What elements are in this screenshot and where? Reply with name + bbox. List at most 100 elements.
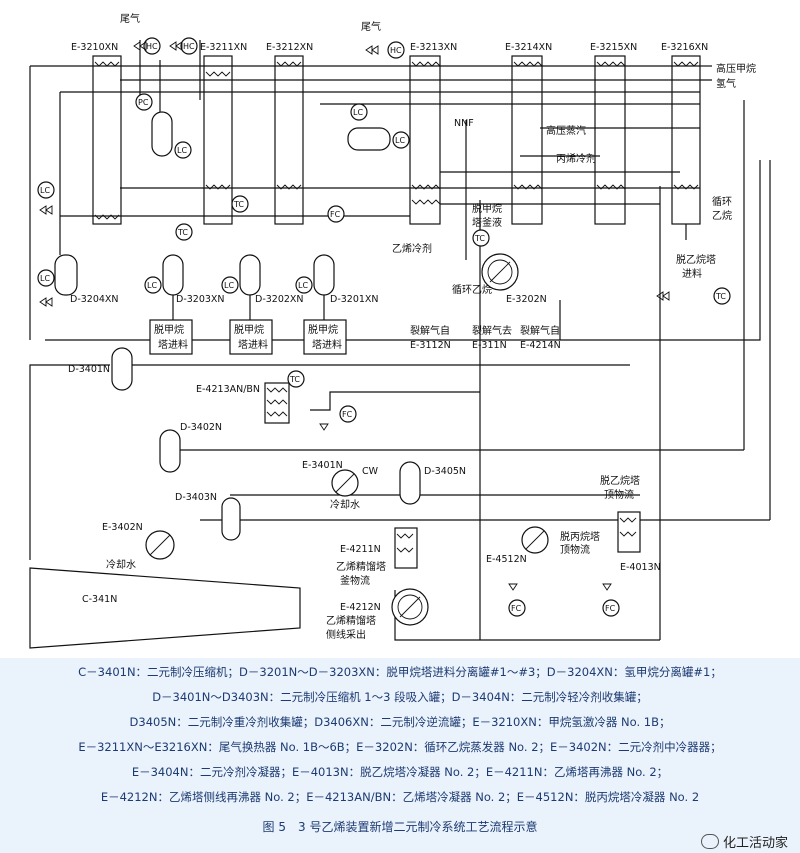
- exchanger-e3214xn: E-3214XN: [505, 42, 552, 225]
- horizontal-drum: [347, 127, 391, 151]
- hp-steam-label: 高压蒸汽: [546, 124, 586, 137]
- svg-text:LC: LC: [224, 281, 234, 290]
- drum-d3401n: D-3401N: [68, 347, 133, 391]
- lc-instrument: LC: [221, 276, 239, 294]
- svg-text:LC: LC: [298, 281, 308, 290]
- instrument-bubbles: HC HC HC PC LC LC LC LC LC LC LC LC TC T…: [37, 37, 731, 617]
- drum-tag: D-3401N: [68, 364, 110, 375]
- cracked-gas-tag-3: E-4214N: [520, 340, 561, 351]
- figure-caption: 图 5 3 号乙烯装置新增二元制冷系统工艺流程示意: [262, 820, 538, 834]
- legend-panel: C－3401N：二元制冷压缩机；D－3201N～D－3203XN：脱甲烷塔进料分…: [0, 658, 800, 853]
- feed-box-label: 塔进料: [238, 338, 268, 351]
- ethylene-refrigerant-label: 乙烯冷剂: [392, 242, 432, 255]
- exchanger-e3212xn: E-3212XN: [266, 42, 313, 225]
- drum-tag: D-3403N: [175, 492, 217, 503]
- svg-text:TC: TC: [177, 228, 188, 237]
- exchanger-e4013n: E-4013N 脱乙烷塔 顶物流: [600, 474, 661, 573]
- exchanger-e3211xn: E-3211XN: [200, 42, 247, 225]
- header-streams: [30, 65, 712, 217]
- tc-instrument: TC: [472, 229, 490, 247]
- watermark: 化工活动家: [700, 832, 788, 851]
- lc-instrument: LC: [37, 269, 55, 287]
- cooler-e3401n: E-3401N CW 冷却水: [302, 460, 379, 511]
- deethanizer-feed-label: 脱乙烷塔: [676, 253, 716, 266]
- cooling-water-label: 冷却水: [106, 558, 136, 571]
- svg-text:TC: TC: [289, 375, 300, 384]
- svg-text:TC: TC: [715, 292, 726, 301]
- reboiler-e4212n: E-4212N 乙烯精馏塔 侧线采出: [326, 588, 429, 641]
- tc-instrument: TC: [175, 223, 193, 241]
- drum-d3402n: D-3402N: [159, 422, 222, 473]
- drum-d3203xn: D-3203XN: [162, 254, 225, 305]
- svg-text:TC: TC: [474, 234, 485, 243]
- svg-text:LC: LC: [353, 108, 363, 117]
- lc-instrument: LC: [392, 131, 410, 149]
- cracked-gas-tag-1: E-3112N: [410, 340, 451, 351]
- exchanger-e4211n: E-4211N 乙烯精馏塔 釜物流: [336, 527, 418, 587]
- exchanger-tag: E-3214XN: [505, 42, 552, 53]
- ethylene-side-label: 乙烯精馏塔: [326, 614, 376, 627]
- cycle-ethane-label: 循环: [712, 195, 732, 208]
- exchanger-tag: E-3210XN: [71, 42, 118, 53]
- legend-line: C－3401N：二元制冷压缩机；D－3201N～D－3203XN：脱甲烷塔进料分…: [78, 665, 722, 679]
- cracked-gas-label-3: 裂解气自: [520, 324, 560, 337]
- feed-box-label: 脱甲烷: [308, 323, 338, 336]
- demethanizer-bottoms-label-2: 塔釜液: [472, 216, 502, 229]
- demethanizer-bottoms-label: 脱甲烷: [472, 202, 502, 215]
- exchanger-tag: E-3215XN: [590, 42, 637, 53]
- svg-text:LC: LC: [395, 136, 405, 145]
- hydrogen-label: 氢气: [716, 77, 736, 90]
- lc-instrument: LC: [37, 181, 55, 199]
- hc-instrument: HC: [180, 37, 198, 55]
- svg-text:LC: LC: [147, 281, 157, 290]
- cycle-ethane-label-2: 乙烷: [712, 209, 732, 222]
- hc-instrument: HC: [387, 41, 405, 59]
- svg-text:FC: FC: [342, 410, 353, 419]
- fc-instrument: FC: [602, 599, 620, 617]
- depropanizer-overhead-label: 脱丙烷塔: [560, 530, 600, 543]
- deethanizer-feed-label-2: 进料: [682, 267, 702, 280]
- tc-instrument: TC: [231, 195, 249, 213]
- lc-instrument: LC: [350, 103, 368, 121]
- nnf-label: NNF: [454, 118, 474, 129]
- separator-drum: [151, 111, 173, 157]
- legend-line: E－3211XN～E3216XN：尾气换热器 No. 1B～6B；E－3202N…: [78, 740, 722, 754]
- tail-gas-label-mid: 尾气: [361, 20, 381, 33]
- tc-instrument: TC: [287, 370, 305, 388]
- feed-box-1: 脱甲烷 塔进料: [149, 319, 193, 355]
- legend-line: D3405N：二元制冷重冷剂收集罐；D3406XN：二元制冷逆流罐；E－3210…: [129, 715, 671, 729]
- ethylene-bottoms-label-2: 釜物流: [340, 574, 370, 587]
- exchanger-e3210xn: E-3210XN: [71, 42, 122, 225]
- lc-instrument: LC: [144, 276, 162, 294]
- ethylene-bottoms-label: 乙烯精馏塔: [336, 560, 386, 573]
- feed-box-3: 脱甲烷 塔进料: [303, 319, 347, 355]
- svg-text:HC: HC: [390, 46, 402, 55]
- cooler-e3402n: E-3402N 冷却水: [102, 522, 175, 571]
- cracked-gas-label-2: 裂解气去: [472, 324, 512, 337]
- watermark-text: 化工活动家: [722, 836, 788, 851]
- reboiler-e3202n: E-3202N: [481, 253, 547, 305]
- svg-text:HC: HC: [183, 42, 195, 51]
- feed-box-label: 脱甲烷: [154, 323, 184, 336]
- hc-instrument: HC: [143, 37, 161, 55]
- drum-d3403n: D-3403N: [175, 492, 241, 541]
- compressor-tag: C-341N: [82, 594, 117, 605]
- compressor-c341n: C-341N: [29, 567, 301, 649]
- fc-instrument: FC: [339, 405, 357, 423]
- feed-box-label: 塔进料: [158, 338, 188, 351]
- depropanizer-overhead-label-2: 顶物流: [560, 543, 590, 556]
- drum-tag: D-3201XN: [330, 294, 379, 305]
- lc-instrument: LC: [174, 141, 192, 159]
- vertical-lines: [29, 40, 771, 640]
- svg-text:FC: FC: [330, 210, 341, 219]
- drum-d3405n: D-3405N: [399, 461, 466, 505]
- deethanizer-overhead-label-2: 顶物流: [604, 488, 634, 501]
- exchanger-tag: E-4211N: [340, 544, 381, 555]
- lc-instrument: LC: [295, 276, 313, 294]
- drum-d3201xn: D-3201XN: [313, 254, 379, 305]
- feed-box-label: 脱甲烷: [234, 323, 264, 336]
- drum-tag: D-3204XN: [70, 294, 119, 305]
- reboiler-tag: E-3202N: [506, 294, 547, 305]
- reboiler-tag: E-4212N: [340, 602, 381, 613]
- cooler-tag: E-3401N: [302, 460, 343, 471]
